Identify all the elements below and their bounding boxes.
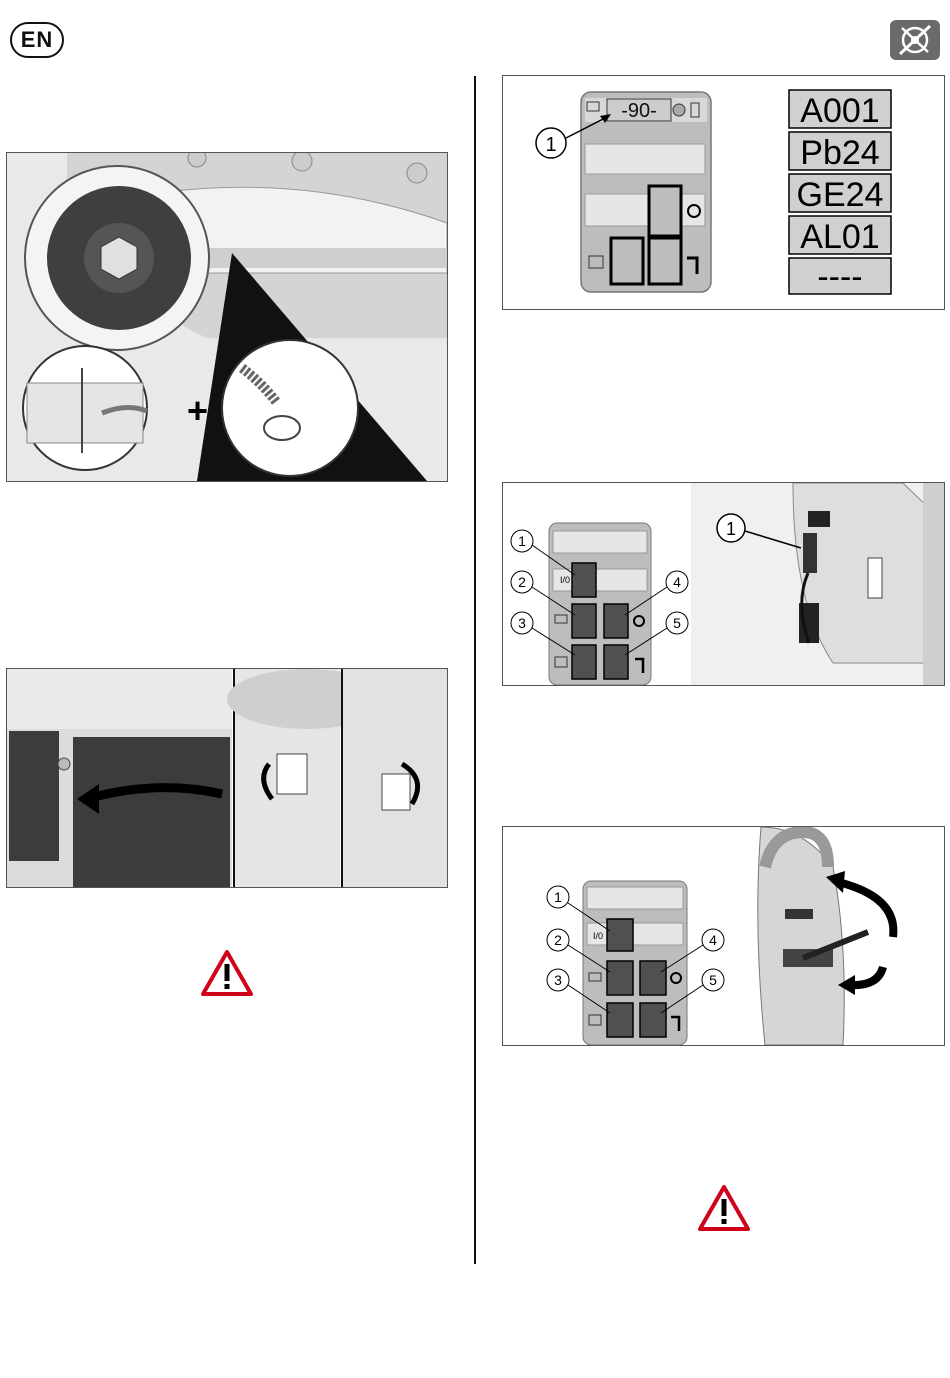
alarm-code: Pb24 [800, 134, 879, 172]
key-switch-rotation-illustration [753, 827, 944, 1045]
alarm-code-list: A001 Pb24 GE24 AL01 ---- [789, 90, 891, 296]
svg-text:+: + [187, 390, 208, 431]
language-code: EN [21, 27, 54, 53]
callout-number: 3 [518, 615, 526, 631]
figure-wheel-spring: + [6, 152, 448, 482]
callout-number: 1 [518, 533, 526, 549]
alarm-code: GE24 [797, 176, 884, 214]
maintenance-tools-icon [890, 20, 940, 60]
wheel-and-spring-hook-illustration: + [7, 153, 447, 481]
power-label: I/0 [560, 575, 570, 585]
callout-number: 4 [673, 574, 681, 590]
callout-number: 5 [709, 972, 717, 988]
connector-illustration [691, 483, 944, 685]
control-panel: I/0 [583, 881, 687, 1045]
callout-number: 4 [709, 932, 717, 948]
callout-number: 1 [726, 519, 736, 539]
figure-panel-connector: I/0 1 2 3 4 [502, 482, 945, 686]
callout-number: 1 [554, 889, 562, 905]
figure-display-alarms: -90- 1 A001 Pb24 GE24 AL01 [502, 75, 945, 310]
callout-number: 2 [518, 574, 526, 590]
callout-number: 3 [554, 972, 562, 988]
figure-squeegee-flap [6, 668, 448, 888]
squeegee-flap-rotation-illustration [7, 669, 447, 887]
control-panel: -90- [581, 92, 711, 292]
warning-triangle-icon [201, 950, 253, 996]
callout-number: 1 [545, 134, 556, 156]
alarm-code: A001 [800, 92, 879, 130]
alarm-code: AL01 [800, 218, 879, 256]
callout-number: 2 [554, 932, 562, 948]
figure-panel-key-switch: I/0 1 2 3 4 [502, 826, 945, 1046]
power-label: I/0 [593, 931, 603, 941]
warning-triangle-icon [698, 1185, 750, 1231]
alarm-code: ---- [817, 258, 862, 296]
column-divider [474, 76, 476, 1264]
control-panel: I/0 [549, 523, 651, 685]
display-value: -90- [621, 100, 657, 122]
language-badge: EN [10, 22, 64, 58]
callout-number: 5 [673, 615, 681, 631]
